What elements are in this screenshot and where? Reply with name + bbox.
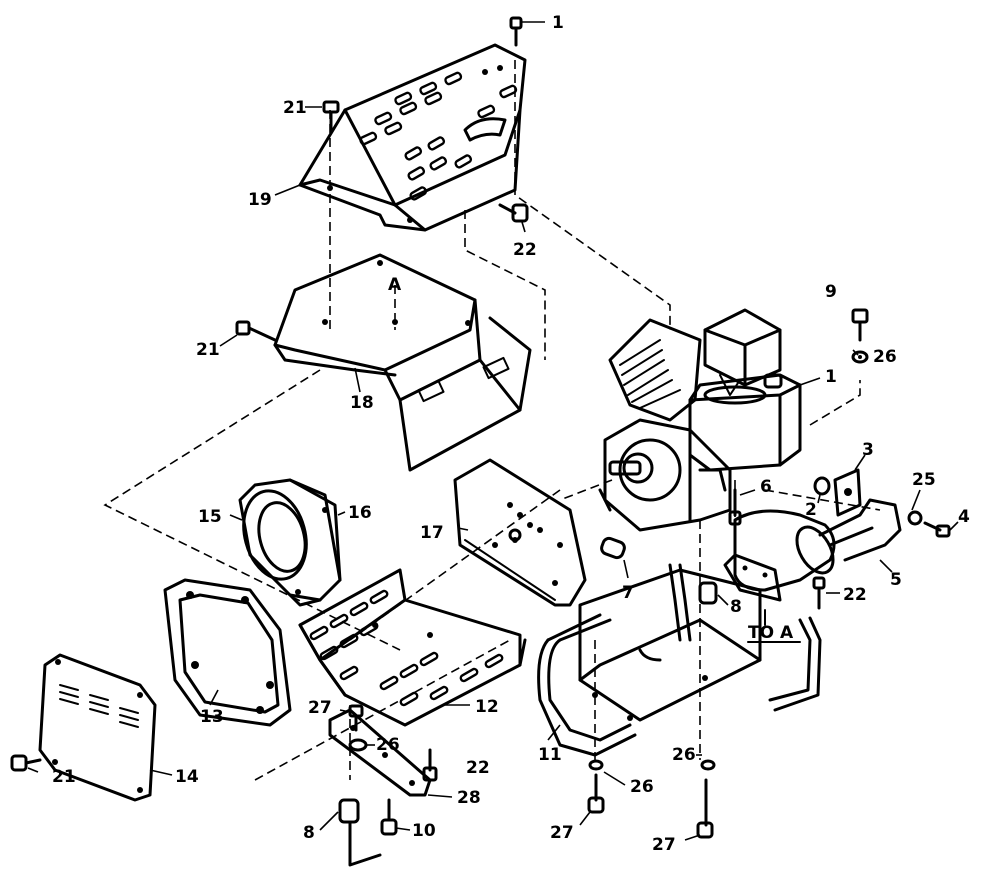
callout-13: 13 (200, 707, 224, 727)
screw-part-27-br (696, 778, 714, 839)
fan-shroud-part-15-16 (238, 478, 342, 607)
screw-part-27-left (348, 704, 364, 732)
callout-28: 28 (457, 788, 481, 808)
louvered-panel-part-14 (38, 653, 157, 802)
callout-27-br: 27 (652, 835, 676, 855)
callout-25: 25 (912, 470, 936, 490)
middle-cover-part-18 (273, 253, 532, 472)
callout-9: 9 (825, 282, 837, 302)
bolt-part-4 (923, 521, 951, 538)
svg-text:TO A: TO A (748, 623, 794, 643)
screw-part-27-mid (587, 773, 605, 814)
top-cover-vent-slots (359, 71, 518, 201)
callout-11: 11 (538, 745, 562, 765)
callout-21-mid: 21 (196, 340, 220, 360)
louver-slots (59, 684, 139, 728)
nut-part-2 (813, 476, 831, 496)
washer-part-26-mid (588, 759, 604, 771)
callout-26-br: 26 (672, 745, 696, 765)
callout-1-engine: 1 (825, 367, 837, 387)
callout-10: 10 (412, 821, 436, 841)
top-cover-part-19 (298, 43, 527, 232)
screw-part-21-mid (235, 320, 277, 342)
note-to-A: TO A (747, 609, 801, 643)
callout-22-bottom: 22 (466, 758, 490, 778)
screw-part-22-top (498, 203, 529, 223)
callout-3: 3 (862, 440, 874, 460)
bottom-tray-vent-slots (309, 589, 504, 707)
callout-14: 14 (175, 767, 199, 787)
gasket-part-3 (833, 468, 862, 517)
base-frame-part-11 (537, 563, 822, 757)
callout-27-mid: 27 (550, 823, 574, 843)
mount-part-8-mid (698, 581, 718, 605)
side-panel-part-17 (453, 458, 587, 607)
callout-18: 18 (350, 393, 374, 413)
callout-4: 4 (958, 507, 970, 527)
screw-part-21-top (322, 100, 340, 132)
callout-21-top: 21 (283, 98, 307, 118)
callout-22-right: 22 (843, 585, 867, 605)
callout-26-right: 26 (873, 347, 897, 367)
bottom-tray-part-12 (298, 568, 527, 727)
callout-22-top: 22 (513, 240, 537, 260)
bolt-part-9 (851, 308, 869, 342)
callout-8-mid: 8 (730, 597, 742, 617)
assembly-guide-lines (103, 60, 881, 781)
callout-15: 15 (198, 507, 222, 527)
callout-16: 16 (348, 503, 372, 523)
callout-labels: 1 21 19 22 A 21 18 9 26 1 3 25 4 6 2 5 2… (52, 13, 970, 855)
washer-part-26-br (700, 759, 716, 771)
washer-part-26-right (851, 350, 869, 364)
screw-part-22-bottom (422, 748, 438, 782)
screw-part-22-right (812, 576, 826, 610)
callout-6: 6 (760, 477, 772, 497)
callout-12: 12 (475, 697, 499, 717)
callout-21-bottom: 21 (52, 767, 76, 787)
callout-7: 7 (622, 583, 634, 603)
callout-27-left: 27 (308, 698, 332, 718)
plug-part-7 (600, 536, 626, 560)
callout-5: 5 (890, 570, 902, 590)
callout-2: 2 (805, 500, 817, 520)
callout-26-left: 26 (376, 735, 400, 755)
washer-part-25 (907, 510, 923, 526)
end-panel-part-13 (163, 578, 292, 727)
nut-part-10 (380, 798, 398, 836)
callout-26-mid: 26 (630, 777, 654, 797)
mount-part-8-bottom (338, 798, 382, 867)
callout-8-bottom: 8 (303, 823, 315, 843)
washer-part-26-left (348, 738, 368, 752)
top-cover-handle-recess (463, 117, 507, 142)
screw-part-1-top (509, 16, 523, 47)
engine-part-1 (598, 308, 802, 532)
callout-19: 19 (248, 190, 272, 210)
callout-1-top: 1 (552, 13, 564, 33)
callout-A-top: A (388, 275, 402, 295)
screw-part-21-bottom (10, 754, 42, 772)
callout-17: 17 (420, 523, 444, 543)
callout-leader-lines (27, 21, 959, 841)
